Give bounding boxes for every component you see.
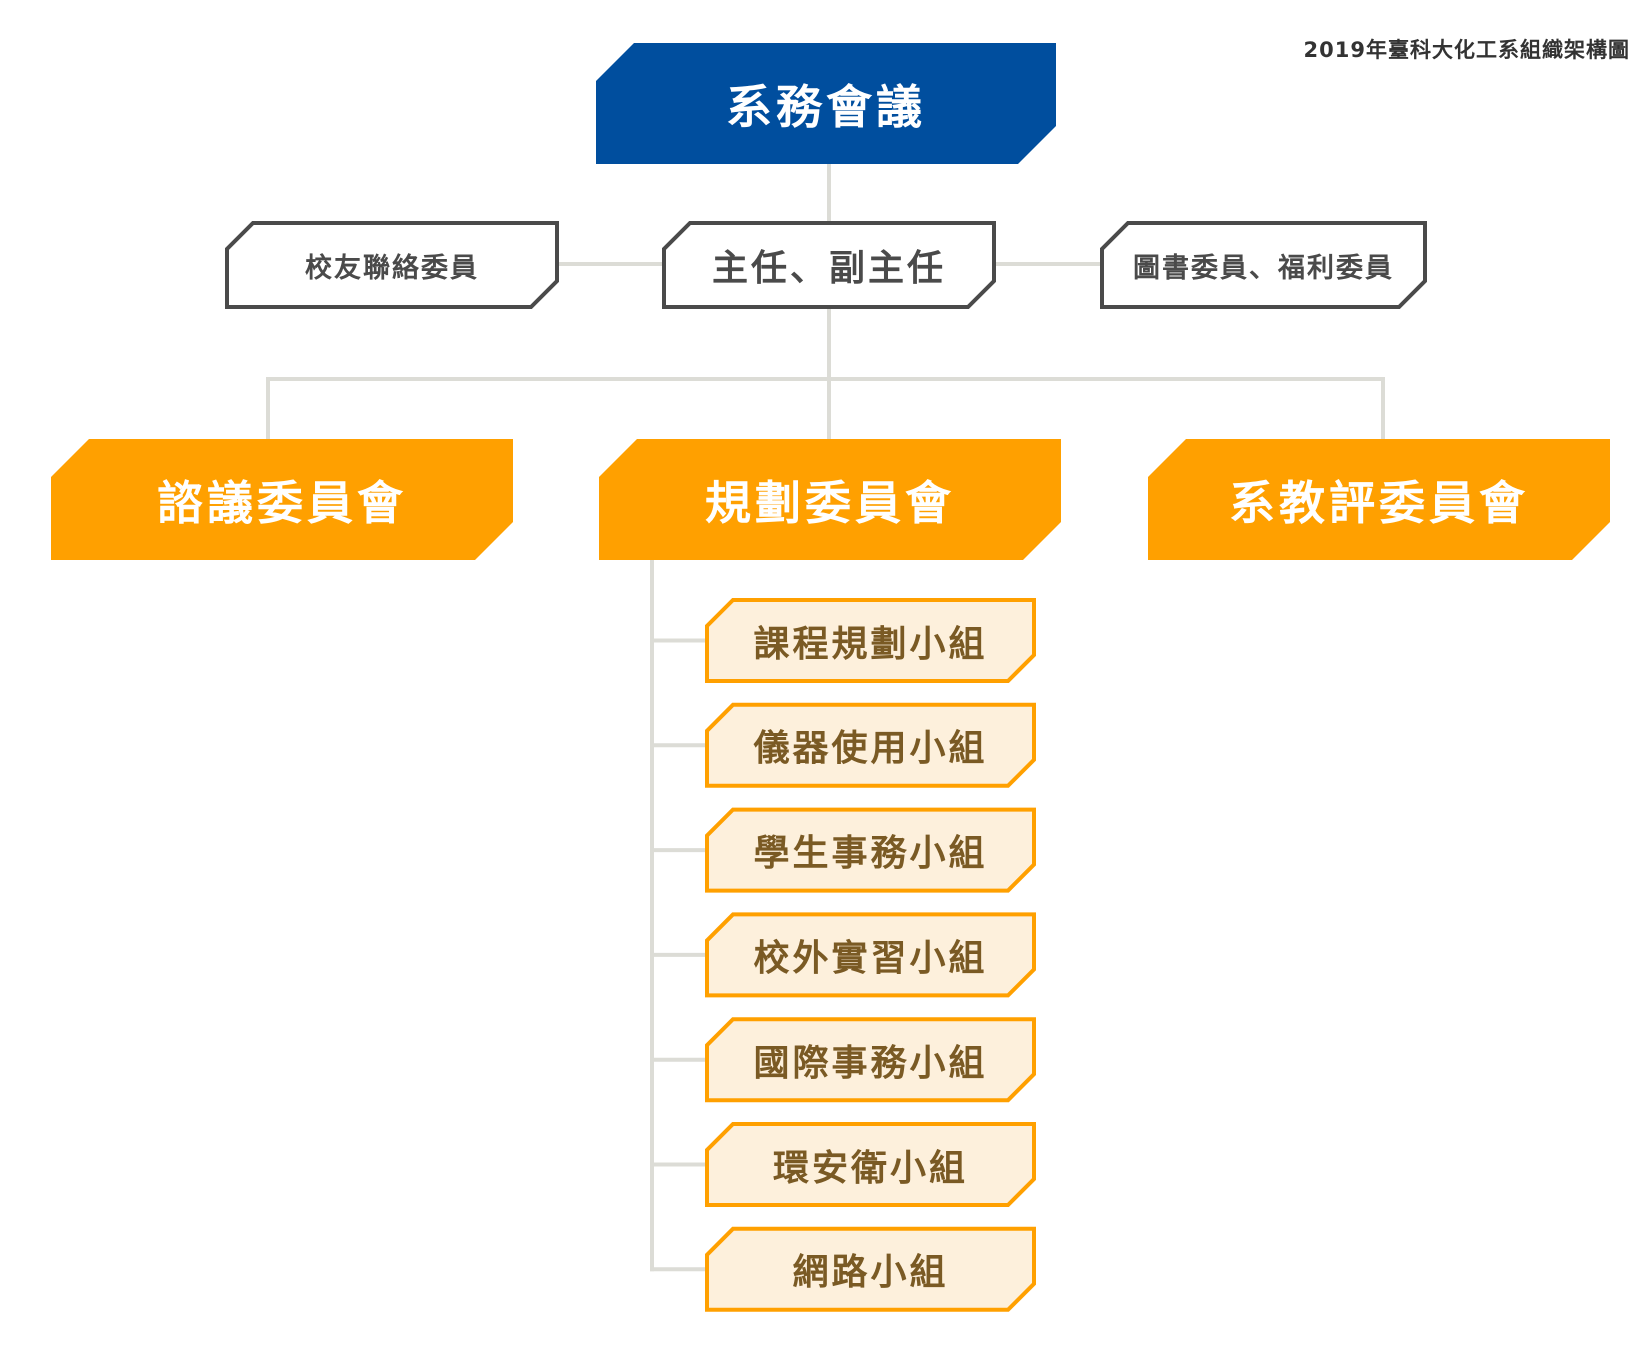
connector-lines	[266, 162, 1385, 1272]
subgroup-box[interactable]	[705, 912, 1036, 998]
subgroup-box[interactable]	[705, 1017, 1036, 1103]
root-label[interactable]: 系務會議	[726, 79, 926, 134]
officer-label-center[interactable]: 主任、副主任	[711, 248, 946, 289]
subgroup-label[interactable]: 國際事務小組	[753, 1042, 988, 1084]
subgroup-label[interactable]: 學生事務小組	[753, 833, 988, 875]
officer-label-left[interactable]: 校友聯絡委員	[305, 252, 479, 284]
subgroup-box[interactable]	[705, 1226, 1036, 1312]
officer-label-right[interactable]: 圖書委員、福利委員	[1133, 252, 1394, 284]
subgroup-box[interactable]	[705, 598, 1036, 683]
subgroup-label[interactable]: 網路小組	[792, 1252, 949, 1294]
subgroup-box[interactable]	[705, 702, 1036, 788]
subgroup-box[interactable]	[705, 807, 1036, 893]
org-boxes	[51, 43, 1610, 1312]
subgroup-label[interactable]: 校外實習小組	[753, 937, 988, 979]
committee-box[interactable]	[51, 439, 513, 560]
officer-box-left[interactable]	[225, 221, 559, 309]
subgroup-label[interactable]: 課程規劃小組	[753, 623, 988, 665]
committee-label[interactable]: 規劃委員會	[705, 475, 955, 530]
subgroup-label[interactable]: 儀器使用小組	[753, 728, 988, 770]
officer-box-right[interactable]	[1100, 221, 1427, 309]
committee-label[interactable]: 諮議委員會	[157, 475, 407, 530]
committee-box[interactable]	[599, 439, 1061, 560]
committee-label[interactable]: 系教評委員會	[1229, 475, 1529, 530]
subgroup-label[interactable]: 環安衛小組	[772, 1147, 968, 1189]
chart-caption: 2019年臺科大化工系組織架構圖	[1303, 38, 1630, 62]
subgroup-box[interactable]	[705, 1122, 1036, 1207]
root-box[interactable]	[596, 43, 1056, 164]
committee-box[interactable]	[1148, 439, 1610, 560]
officer-box-center[interactable]	[662, 221, 996, 309]
